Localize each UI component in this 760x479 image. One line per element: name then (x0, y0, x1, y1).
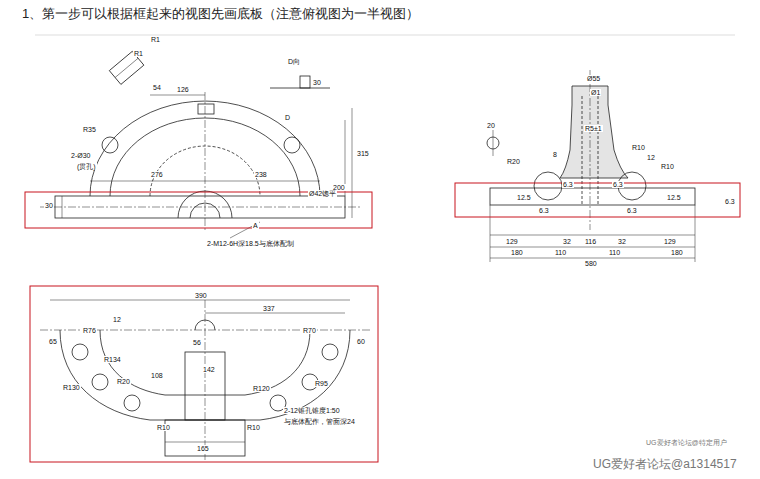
dimension-label: R1 (150, 36, 161, 43)
dimension-label: 126 (176, 86, 190, 93)
dimension-label: 180 (510, 249, 524, 256)
dimension-label: 337 (262, 305, 276, 312)
dimension-label: 12 (646, 154, 656, 161)
dimension-label: (贯孔) (76, 163, 97, 170)
dimension-label: 32 (562, 238, 572, 245)
dimension-label: 12.5 (516, 194, 532, 201)
dimension-label: 12 (112, 316, 122, 323)
dimension-label: 129 (505, 238, 519, 245)
dimension-label: 116 (584, 238, 597, 245)
dimension-label: R35 (82, 126, 97, 133)
dimension-label: 2-Ø30 (70, 152, 91, 159)
dimension-label: R1 (133, 50, 144, 57)
dimension-label: 276 (150, 171, 164, 178)
dimension-label: 6.3 (724, 198, 736, 205)
dimension-label: 8 (552, 151, 558, 158)
dimension-label: 390 (194, 292, 208, 299)
dimension-label: 65 (48, 338, 58, 345)
front-view (25, 51, 372, 238)
dimension-label: 315 (356, 150, 370, 157)
top-view (30, 286, 378, 462)
dimension-label: R70 (302, 327, 317, 334)
dimension-label: 54 (152, 84, 162, 91)
dimension-label: 580 (584, 260, 598, 267)
dimension-label: Ø1 (590, 89, 601, 96)
dimension-label: R5±1 (584, 125, 603, 132)
dimension-label: R10 (631, 144, 646, 151)
dimension-label: R10 (660, 163, 675, 170)
dimension-label: R95 (314, 380, 329, 387)
dimension-label: 165 (196, 445, 210, 452)
dimension-label: 12.5 (666, 194, 682, 201)
dimension-label: 129 (663, 238, 677, 245)
dimension-label: 6.3 (562, 181, 574, 188)
dimension-label: 180 (670, 249, 684, 256)
dimension-label: 110 (554, 249, 567, 256)
dimension-label: R130 (62, 384, 81, 391)
dimension-label: R10 (156, 424, 171, 431)
dimension-label: 与底体配作，管面深24 (283, 418, 356, 425)
dimension-label: A (252, 222, 259, 229)
dimension-label: R120 (252, 385, 271, 392)
dimension-label: 142 (202, 366, 216, 373)
dimension-label: 32 (617, 238, 627, 245)
watermark: UG爱好者论坛@特定用户 (645, 439, 728, 446)
dimension-label: 60 (356, 338, 366, 345)
heading: 1、第一步可以根据框起来的视图先画底板（注意俯视图为一半视图） (22, 6, 419, 22)
dimension-label: 110 (608, 249, 621, 256)
watermark: UG爱好者论坛@a1314517 (592, 458, 738, 471)
dimension-label: 6.3 (612, 181, 624, 188)
dimension-label: 2-M12-6H深18.5与底体配制 (206, 240, 295, 247)
dimension-label: Ø42锪平 (308, 190, 337, 197)
dimension-label: 238 (254, 171, 268, 178)
dimension-label: R76 (82, 327, 97, 334)
dimension-label: 6.3 (538, 207, 550, 214)
side-view (455, 70, 740, 262)
dimension-label: 30 (44, 202, 54, 209)
dimension-label: R134 (103, 356, 122, 363)
dimension-label: R10 (246, 424, 261, 431)
dimension-label: 30 (312, 79, 322, 86)
dimension-label: 56 (192, 339, 202, 346)
dimension-label: D向 (287, 58, 301, 65)
dimension-label: Ø55 (586, 75, 601, 82)
dimension-label: R20 (116, 378, 131, 385)
dimension-label: 2-12锥孔锥度1:50 (283, 407, 341, 414)
dimension-label: D (284, 114, 291, 121)
dimension-label: 6.3 (626, 207, 638, 214)
dimension-label: 20 (486, 122, 496, 129)
dimension-label: R20 (506, 158, 521, 165)
dimension-label: 108 (150, 372, 164, 379)
